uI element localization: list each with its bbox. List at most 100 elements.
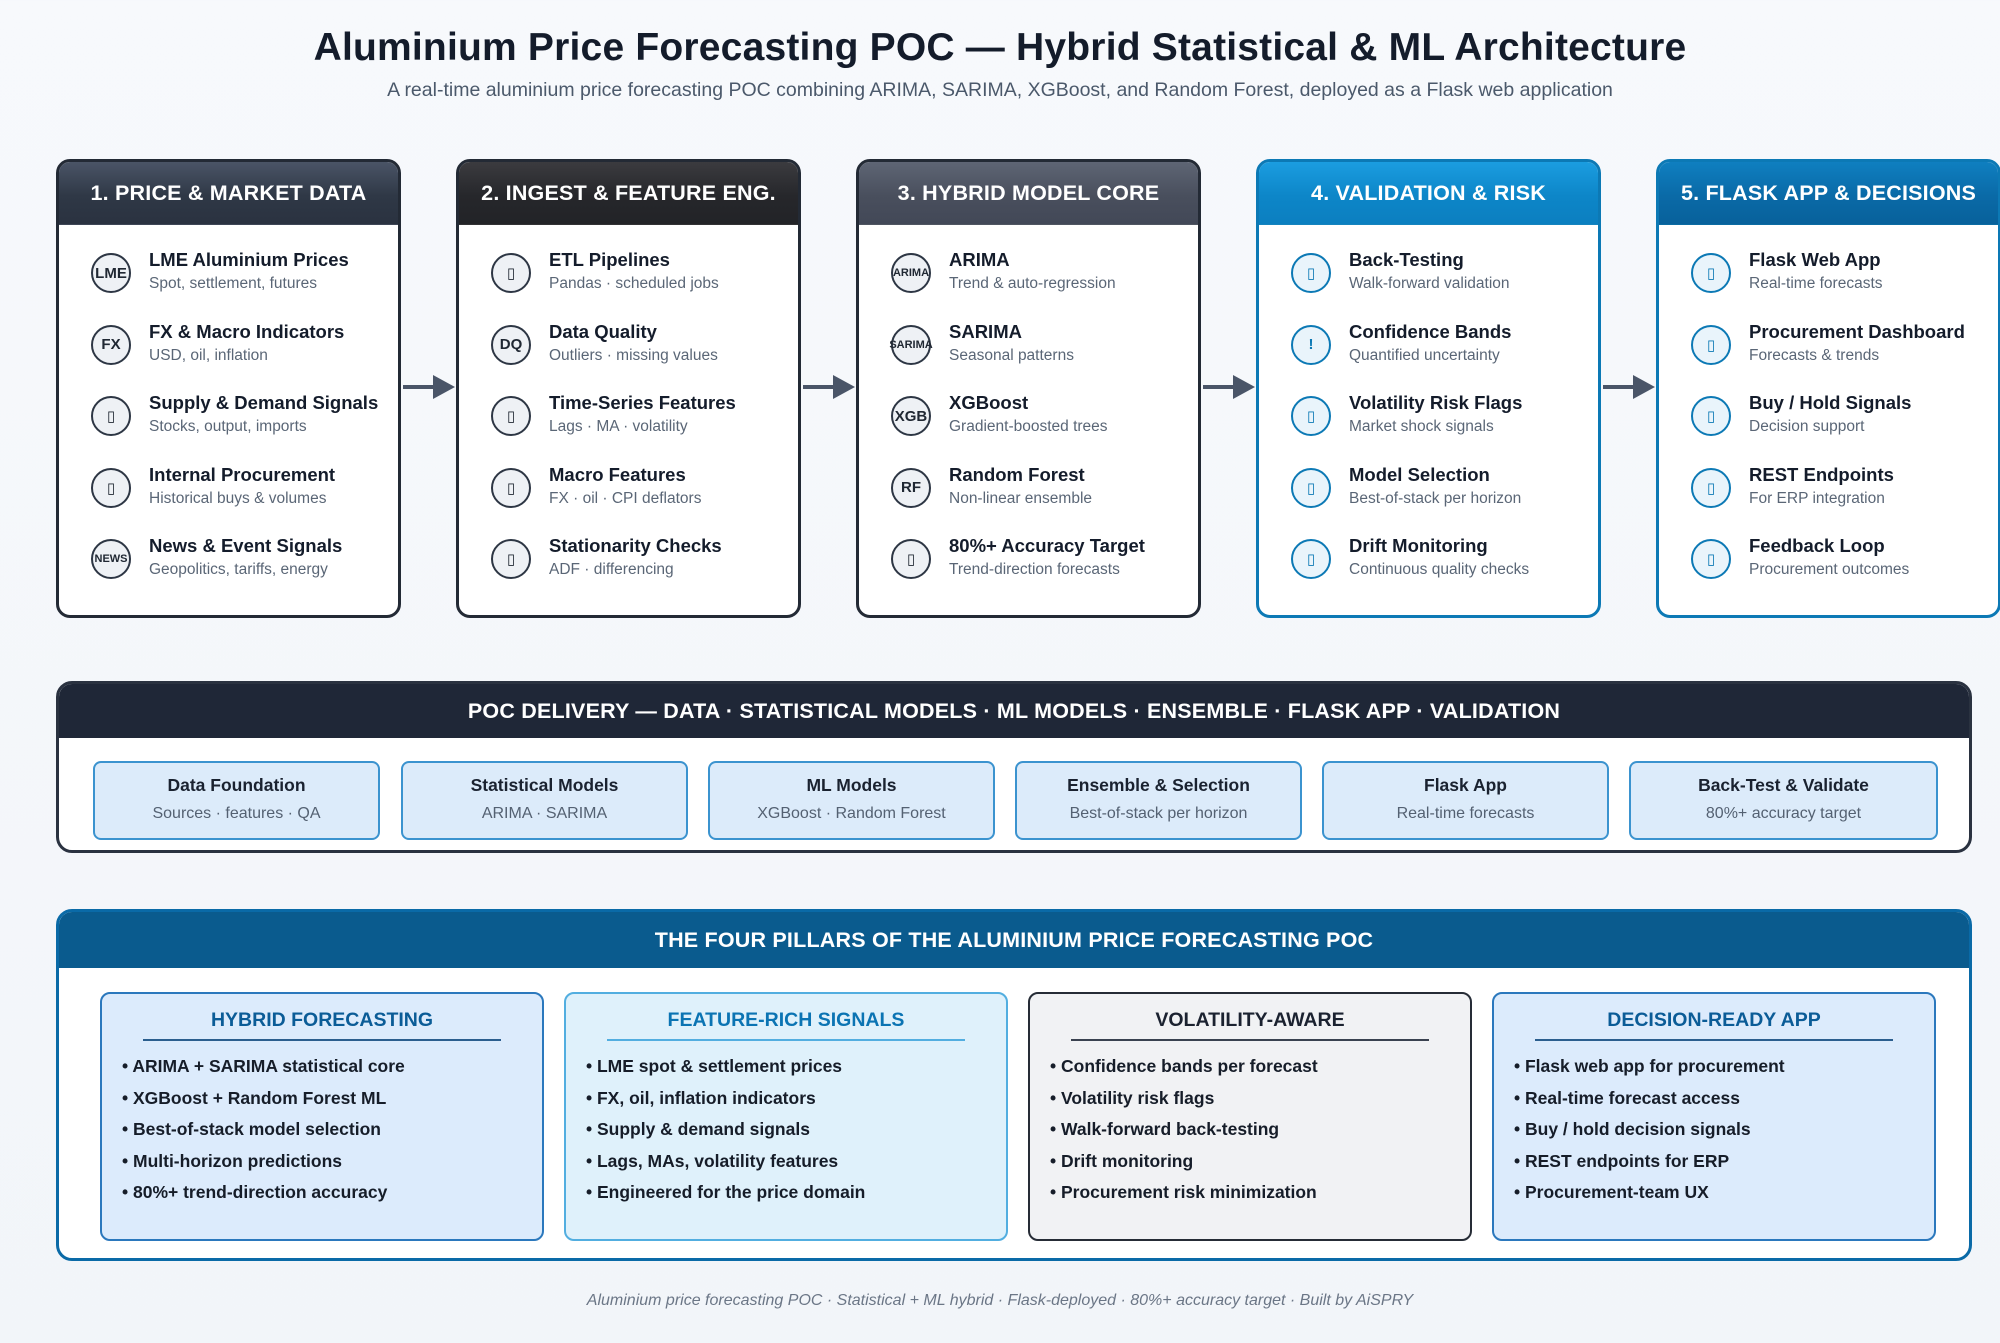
dq-text-icon: DQ [491, 324, 531, 365]
delivery-card-subtitle: Sources · features · QA [152, 805, 321, 822]
lme-text-icon: LME [91, 253, 131, 293]
stage-item-subtitle: Trend & auto-regression [949, 275, 1116, 292]
delivery-card-subtitle: Real-time forecasts [1396, 805, 1535, 822]
delivery-card-title: Ensemble & Selection [1067, 775, 1250, 795]
placeholder-glyph-icon: ▯ [91, 467, 131, 508]
pillar-bullet-list: • LME spot & settlement prices• FX, oil,… [586, 1051, 1006, 1209]
stage-item-title: Back-Testing [1349, 249, 1464, 270]
stage-item-subtitle: Stocks, output, imports [149, 418, 307, 435]
stage-2-header: 2. INGEST & FEATURE ENG. [459, 162, 798, 225]
delivery-card-subtitle: Best-of-stack per horizon [1069, 805, 1248, 822]
placeholder-glyph-icon: ▯ [1291, 396, 1331, 436]
pillar-bullet: • 80%+ trend-direction accuracy [122, 1182, 388, 1202]
pillar-bullet: • Lags, MAs, volatility features [586, 1150, 839, 1171]
stage-item-title: News & Event Signals [149, 535, 343, 556]
delivery-card-title: Data Foundation [167, 775, 306, 795]
pillar-bullet: • Volatility risk flags [1050, 1087, 1215, 1108]
pillar-card-title: VOLATILITY-AWARE [1155, 1009, 1345, 1031]
pillar-bullet: • Multi-horizon predictions [122, 1150, 342, 1171]
stage-item-title: Internal Procurement [149, 463, 336, 485]
stage-item-title: Time-Series Features [549, 392, 736, 413]
pillar-bullet: • Confidence bands per forecast [1050, 1056, 1318, 1076]
flow-arrow-icon [403, 375, 455, 399]
stage-item-title: LME Aluminium Prices [149, 249, 349, 270]
pillar-divider [143, 1039, 501, 1041]
stage-item-title: 80%+ Accuracy Target [949, 535, 1145, 556]
stage-item-subtitle: FX · oil · CPI deflators [549, 489, 702, 507]
delivery-card-title: Back-Test & Validate [1698, 775, 1869, 795]
pillar-card-title: FEATURE-RICH SIGNALS [667, 1009, 905, 1031]
poc-delivery-header: POC DELIVERY — DATA · STATISTICAL MODELS… [59, 684, 1969, 738]
stage-item-subtitle: Historical buys & volumes [149, 489, 327, 507]
page-subtitle: A real-time aluminium price forecasting … [387, 79, 1613, 101]
news-text-icon: NEWS [91, 539, 131, 579]
placeholder-glyph-icon: ▯ [491, 467, 531, 508]
pillar-card: FEATURE-RICH SIGNALS • LME spot & settlem… [564, 992, 1008, 1241]
stage-item-title: Data Quality [549, 320, 657, 342]
stage-item-subtitle: Procurement outcomes [1749, 561, 1910, 578]
stage-item-subtitle: Gradient-boosted trees [949, 418, 1108, 435]
placeholder-glyph-icon: ▯ [891, 539, 931, 579]
placeholder-glyph-icon: ▯ [1691, 396, 1731, 436]
pillar-bullet-list: • Flask web app for procurement• Real-ti… [1514, 1051, 1934, 1209]
delivery-card-title: Statistical Models [470, 775, 619, 795]
stage-item-title: Feedback Loop [1749, 535, 1885, 556]
stage-item-title: Volatility Risk Flags [1349, 392, 1523, 413]
stage-item-subtitle: Market shock signals [1349, 418, 1494, 435]
stage-item-title: XGBoost [949, 392, 1029, 413]
stage-item-subtitle: Seasonal patterns [949, 346, 1074, 364]
pillar-bullet: • Drift monitoring [1050, 1150, 1194, 1171]
stage-item-subtitle: Spot, settlement, futures [149, 275, 318, 292]
placeholder-glyph-icon: ▯ [91, 396, 131, 436]
stage-item-title: Buy / Hold Signals [1749, 392, 1912, 413]
stage-item-subtitle: Decision support [1749, 418, 1865, 435]
stage-1-header: 1. PRICE & MARKET DATA [59, 162, 398, 225]
stage-item-title: ARIMA [949, 249, 1010, 270]
footer-note: Aluminium price forecasting POC · Statis… [586, 1292, 1414, 1309]
flow-arrow-icon [1603, 375, 1655, 399]
stage-item-title: Procurement Dashboard [1749, 320, 1965, 342]
placeholder-glyph-icon: ▯ [1291, 467, 1331, 508]
stage-item-subtitle: Forecasts & trends [1749, 346, 1880, 364]
placeholder-glyph-icon: ▯ [1691, 253, 1731, 293]
rf-text-icon: RF [891, 467, 931, 508]
pillar-bullet-list: • ARIMA + SARIMA statistical core• XGBoo… [122, 1051, 542, 1209]
four-pillars-panel: THE FOUR PILLARS OF THE ALUMINIUM PRICE … [56, 909, 1972, 1261]
stage-item-subtitle: Geopolitics, tariffs, energy [149, 561, 328, 578]
pillar-bullet: • Buy / hold decision signals [1514, 1119, 1751, 1139]
stage-item-subtitle: Non-linear ensemble [949, 489, 1093, 507]
pillar-divider [1535, 1039, 1893, 1041]
stage-item-title: REST Endpoints [1749, 463, 1894, 485]
flow-arrow-icon [1203, 375, 1255, 399]
pillar-divider [607, 1039, 965, 1041]
arima-text-icon: ARIMA [891, 253, 931, 293]
fx-text-icon: FX [91, 324, 131, 365]
pillar-bullet: • Flask web app for procurement [1514, 1056, 1785, 1076]
stage-item-subtitle: Outliers · missing values [549, 346, 718, 364]
pillar-card: VOLATILITY-AWARE • Confidence bands per f… [1028, 992, 1472, 1241]
delivery-card-title: ML Models [806, 775, 897, 795]
sarima-text-icon: SARIMA [889, 324, 933, 365]
stage-item-title: Supply & Demand Signals [149, 392, 379, 413]
pillar-bullet-list: • Confidence bands per forecast • Volatil… [1050, 1051, 1470, 1209]
placeholder-glyph-icon: ▯ [1691, 324, 1731, 365]
stage-item-title: SARIMA [949, 320, 1022, 342]
